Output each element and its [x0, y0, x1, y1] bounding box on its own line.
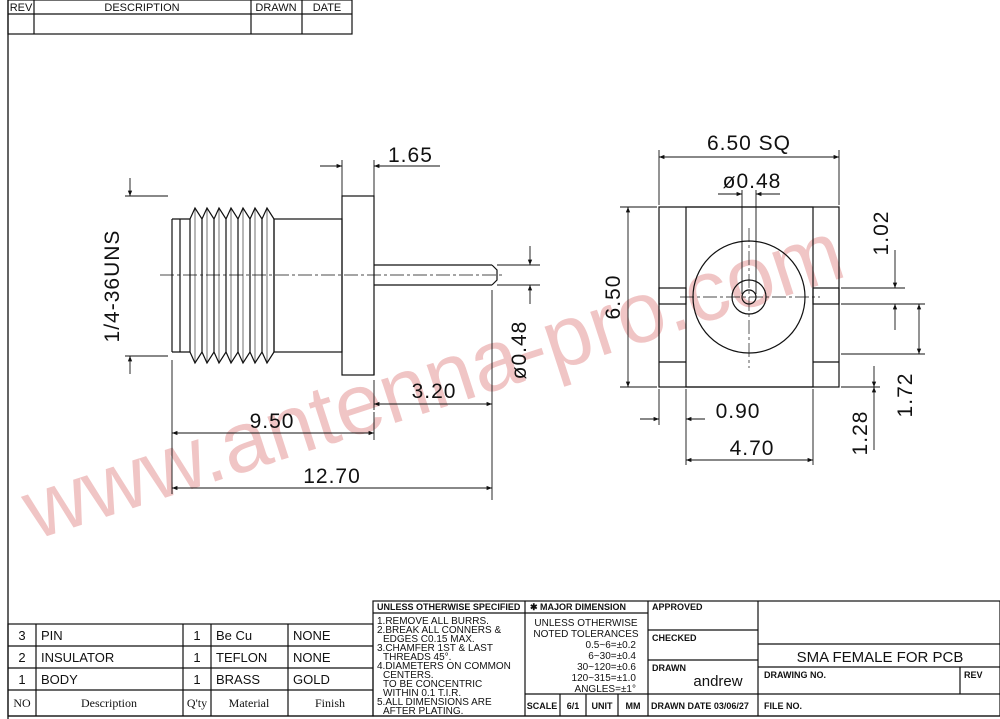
dim-128-label: 1.28 — [849, 411, 872, 456]
tolerance-line: 6~30=±0.4 — [588, 651, 636, 662]
bom-header-finish: Finish — [315, 696, 345, 710]
note-line: TO BE CONCENTRIC — [383, 679, 482, 690]
thread-spec-label: 1/4-36UNS — [101, 230, 124, 343]
bom-material: Be Cu — [216, 628, 252, 643]
bom-description: INSULATOR — [41, 650, 114, 665]
bom-row-3: 3 PIN 1 Be Cu NONE — [18, 628, 331, 643]
drawing-title: SMA FEMALE FOR PCB — [797, 649, 964, 666]
notes-title: UNLESS OTHERWISE SPECIFIED — [377, 602, 521, 612]
bom-table — [7, 623, 374, 717]
tolerance-line: 120~315=±1.0 — [572, 673, 637, 684]
bom-header-no: NO — [13, 696, 31, 710]
pin-diameter-label: ø0.48 — [508, 321, 531, 380]
bom-finish: NONE — [293, 628, 331, 643]
description-header: DESCRIPTION — [104, 2, 179, 14]
revision-block — [7, 0, 353, 35]
front-height-label: 6.50 — [602, 275, 625, 320]
notes-list: 1.REMOVE ALL BURRS. 2.BREAK ALL CONNERS … — [377, 616, 511, 717]
bom-row-2: 2 INSULATOR 1 TEFLON NONE — [18, 650, 331, 665]
bom-row-1: 1 BODY 1 BRASS GOLD — [18, 672, 329, 687]
drawn-by-name: andrew — [693, 673, 742, 690]
scale-label: SCALE — [527, 701, 558, 711]
scale-value: 6/1 — [567, 701, 580, 711]
overall-length-label: 12.70 — [303, 465, 361, 488]
rev-header: REV — [10, 2, 33, 14]
unit-label: UNIT — [592, 701, 613, 711]
dim-172-label: 1.72 — [894, 373, 917, 418]
dim-090-label: 0.90 — [716, 400, 761, 423]
bom-finish: GOLD — [293, 672, 330, 687]
side-view-dimensions — [125, 160, 540, 500]
pin-length-label: 3.20 — [412, 380, 457, 403]
note-line: 4.DIAMETERS ON COMMON — [377, 661, 511, 672]
bom-material: BRASS — [216, 672, 260, 687]
tolerance-line: NOTED TOLERANCES — [533, 629, 639, 640]
note-line: CENTERS. — [383, 670, 434, 681]
bom-no: 3 — [18, 628, 25, 643]
approved-label: APPROVED — [652, 602, 703, 612]
bom-description: PIN — [41, 628, 63, 643]
bom-header-description: Description — [81, 696, 137, 710]
bom-material: TEFLON — [216, 650, 267, 665]
front-width-label: 6.50 SQ — [707, 132, 791, 155]
note-line: 1.REMOVE ALL BURRS. — [377, 616, 489, 627]
note-line: EDGES C0.15 MAX. — [383, 634, 475, 645]
body-length-label: 9.50 — [250, 410, 295, 433]
flange-thickness-label: 1.65 — [388, 144, 433, 167]
title-block-frame — [372, 600, 1000, 717]
tolerance-line: 30~120=±0.6 — [577, 662, 636, 673]
drawn-label: DRAWN — [652, 663, 686, 673]
note-line: WITHIN 0.1 T.I.R. — [383, 688, 461, 699]
file-no-label: FILE NO. — [764, 701, 802, 711]
tolerance-line: 0.5~6=±0.2 — [585, 640, 636, 651]
dim-470-label: 4.70 — [730, 437, 775, 460]
bom-qty: 1 — [193, 650, 200, 665]
bom-no: 1 — [18, 672, 25, 687]
drawing-no-label: DRAWING NO. — [764, 670, 826, 680]
note-line: 5.ALL DIMENSIONS ARE — [377, 697, 492, 708]
bom-header-row: NO Description Q'ty Material Finish — [13, 696, 345, 710]
bom-qty: 1 — [193, 628, 200, 643]
note-line: 2.BREAK ALL CONNERS & — [377, 625, 501, 636]
note-line: 3.CHAMFER 1ST & LAST — [377, 643, 493, 654]
front-view-dimensions — [620, 150, 925, 465]
bom-qty: 1 — [193, 672, 200, 687]
drawn-date: DRAWN DATE 03/06/27 — [651, 701, 749, 711]
tolerance-list: UNLESS OTHERWISE NOTED TOLERANCES 0.5~6=… — [533, 618, 639, 695]
checked-label: CHECKED — [652, 633, 697, 643]
side-view-body — [171, 195, 498, 376]
bom-header-material: Material — [229, 696, 270, 710]
note-line: THREADS 45°. — [383, 652, 451, 663]
drawn-header: DRAWN — [255, 2, 296, 14]
title-rev-label: REV — [964, 670, 983, 680]
bom-no: 2 — [18, 650, 25, 665]
dim-102-label: 1.02 — [870, 211, 893, 256]
major-dimension-title: ✱ MAJOR DIMENSION — [530, 602, 626, 612]
tolerance-line: ANGLES=±1° — [575, 684, 636, 695]
date-header: DATE — [313, 2, 342, 14]
bom-header-qty: Q'ty — [187, 696, 207, 710]
center-pin-diameter-label: ø0.48 — [723, 170, 782, 193]
bom-finish: NONE — [293, 650, 331, 665]
tolerance-line: UNLESS OTHERWISE — [534, 618, 637, 629]
note-line: AFTER PLATING. — [383, 706, 463, 717]
unit-value: MM — [626, 701, 641, 711]
bom-description: BODY — [41, 672, 78, 687]
front-center-lines — [680, 228, 820, 368]
